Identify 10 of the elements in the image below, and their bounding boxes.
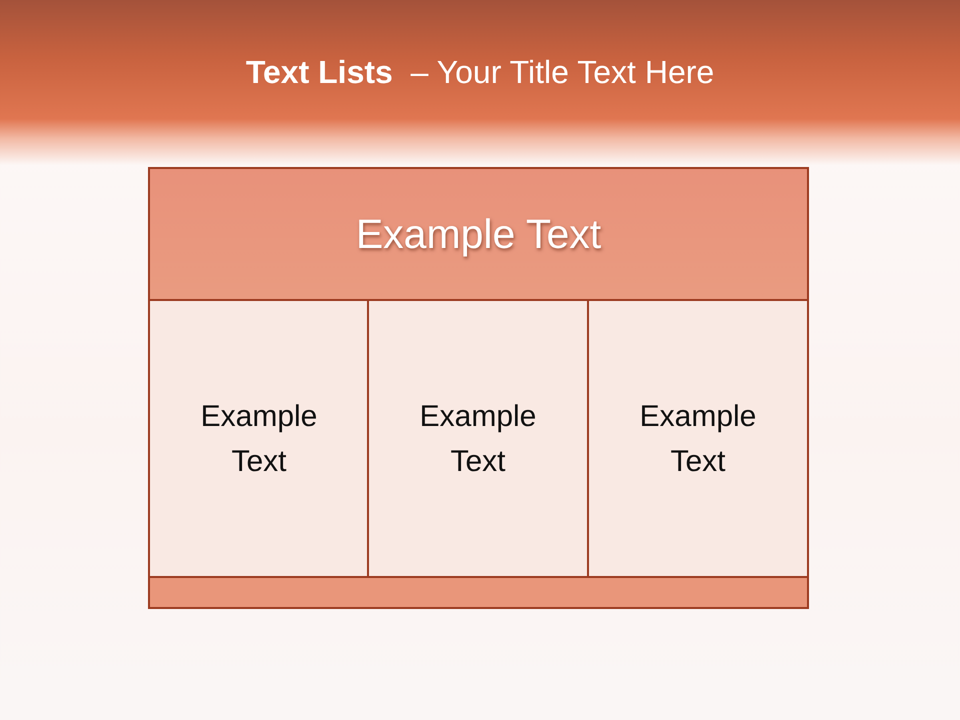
- panel-text: Example Text: [200, 399, 318, 480]
- panel-text: Example Text: [638, 399, 758, 480]
- content-panel: [148, 299, 370, 579]
- panel-text: Example Text: [418, 399, 538, 480]
- header-text: Example Text: [356, 211, 602, 258]
- footer-bar: [148, 576, 809, 609]
- header-panel: [148, 167, 809, 302]
- content-panel: [587, 299, 809, 579]
- slide-title: Text Lists – Your Title Text Here: [244, 54, 716, 91]
- content-panel: [367, 299, 589, 579]
